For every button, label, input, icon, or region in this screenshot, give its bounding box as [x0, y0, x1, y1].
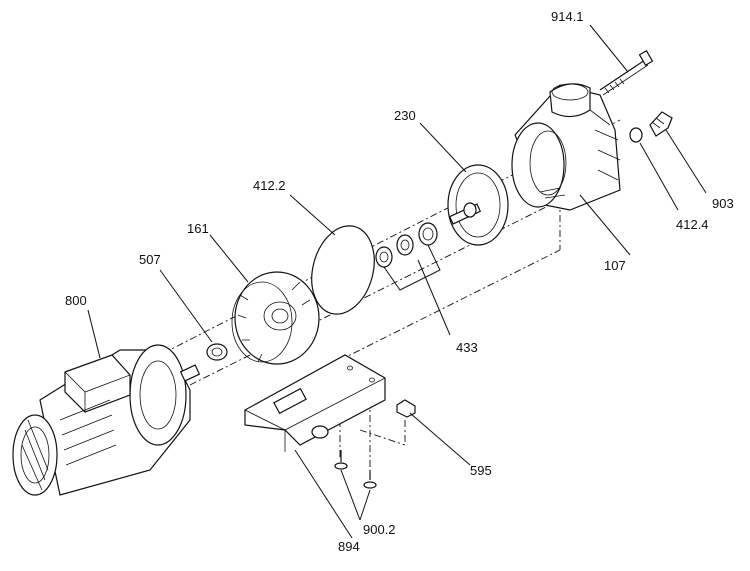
- plug-903: [649, 111, 673, 137]
- label-900-2: 900.2: [363, 522, 396, 537]
- label-914-1: 914.1: [551, 9, 584, 24]
- label-894: 894: [338, 539, 360, 554]
- label-595: 595: [470, 463, 492, 478]
- label-107: 107: [604, 258, 626, 273]
- impeller-230: [447, 164, 509, 246]
- base-plate-894: [244, 354, 386, 452]
- mechanical-seal-433: [375, 222, 441, 291]
- label-161: 161: [187, 221, 209, 236]
- bolt-914-1: [599, 49, 654, 96]
- label-433: 433: [456, 340, 478, 355]
- label-412-2: 412.2: [253, 178, 286, 193]
- label-903: 903: [712, 196, 734, 211]
- foot-pad-595: [396, 399, 416, 418]
- motor-800: [12, 344, 201, 496]
- pump-casing-107: [511, 83, 621, 211]
- o-ring-412-4: [629, 127, 643, 143]
- o-ring-412-2: [311, 225, 375, 315]
- screws-900-2: [334, 450, 377, 489]
- label-800: 800: [65, 293, 87, 308]
- label-412-4: 412.4: [676, 217, 709, 232]
- casing-cover-161: [231, 271, 320, 365]
- part-labels: 914.1 230 412.2 161 507 800 903 412.4 10…: [65, 9, 734, 554]
- seal-ring-507: [206, 343, 228, 361]
- label-507: 507: [139, 252, 161, 267]
- leader-lines: [87, 24, 707, 539]
- label-230: 230: [394, 108, 416, 123]
